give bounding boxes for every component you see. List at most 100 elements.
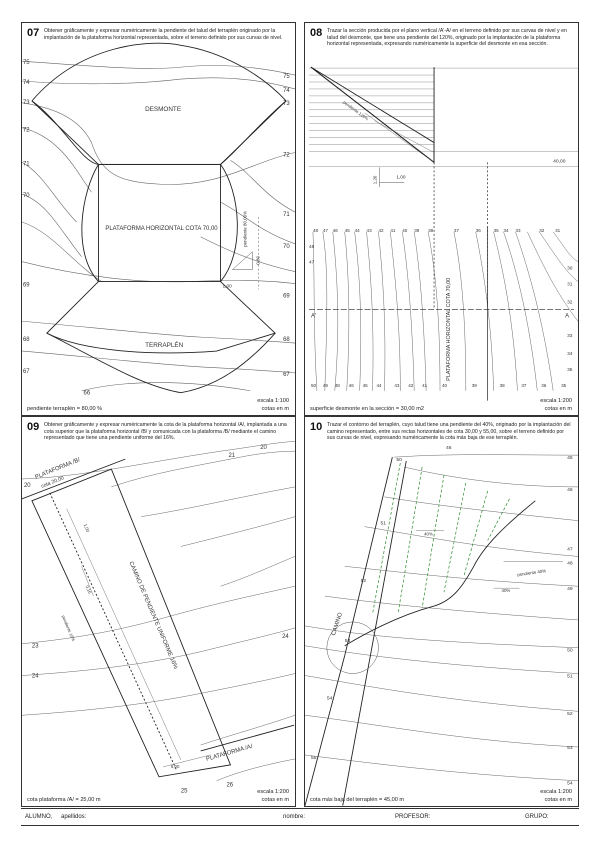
units-text: cotas en m <box>544 406 572 412</box>
bottom-level: 43 <box>394 383 400 388</box>
top-level: 44 <box>355 228 361 233</box>
exercise-number: 08 <box>310 27 323 39</box>
result-text: superficie desmonte en la sección = 30,0… <box>310 406 424 412</box>
level-label-right: 75 <box>283 74 290 80</box>
bottom-level: 48 <box>335 383 341 388</box>
level-label-right: 72 <box>283 152 290 158</box>
bottom-level: 38 <box>500 383 506 388</box>
apellidos-field[interactable]: apellidos: <box>61 814 87 820</box>
level-label: 24 <box>32 674 39 680</box>
level-left: 50 <box>396 457 402 463</box>
bottom-level: 41 <box>422 383 428 388</box>
top-level: 35 <box>494 228 500 233</box>
top-level: 46 <box>333 228 339 233</box>
exercise-number: 10 <box>310 421 323 433</box>
scale-text: escala 1:200 <box>540 398 572 404</box>
top-level-label: 46 <box>446 445 452 451</box>
level-label: 20 <box>260 445 267 451</box>
level-right: 52 <box>567 711 573 717</box>
level-label-left: 70 <box>23 193 30 199</box>
dimension-1-20: 1,20 <box>372 175 377 184</box>
top-level-labels: 48 47 46 45 44 43 42 41 40 39 38 37 36 3… <box>313 228 561 233</box>
level-left: 54 <box>327 695 333 701</box>
dimension-1: 1,00 <box>396 174 406 180</box>
terraplen-guides <box>372 463 510 615</box>
level-label-left: 71 <box>23 161 30 167</box>
bottom-level: 44 <box>376 383 382 388</box>
dimension-40b: 40% <box>502 588 511 593</box>
exercise-statement: Trazar la sección producida por el plano… <box>327 28 567 48</box>
level-left: 53 <box>345 638 351 644</box>
scale-text: escala 1:100 <box>257 398 289 404</box>
exercise-statement: Obtener gráficamente y expresar numérica… <box>44 422 287 442</box>
level-label: 21 <box>228 453 235 459</box>
level-right: 54 <box>567 781 573 787</box>
bottom-level: 37 <box>521 383 527 388</box>
grupo-field[interactable]: GRUPO: <box>525 814 549 820</box>
level-left: 52 <box>361 578 367 584</box>
level-label-left: 75 <box>23 60 30 66</box>
level-right: 48 <box>567 560 573 566</box>
plataforma-label: PLATAFORMA HORIZONTAL COTA 70,00 <box>446 278 452 381</box>
top-level: 47 <box>323 228 329 233</box>
top-level: 48 <box>313 228 319 233</box>
right-level: 32 <box>567 299 573 305</box>
section-point-a: A <box>565 313 569 319</box>
dimension-40: 40% <box>424 532 433 537</box>
level-right: 47 <box>567 546 573 552</box>
result-text: cota plataforma /A/ = 25,00 m <box>27 797 101 803</box>
right-level: 35 <box>567 367 573 373</box>
alumno-label: ALUMNO, <box>25 814 53 820</box>
level-right: 45 <box>567 455 573 461</box>
scale-text: escala 1:200 <box>257 789 289 795</box>
top-level: 38 <box>428 228 434 233</box>
right-level: 34 <box>567 351 573 357</box>
top-level: 43 <box>367 228 373 233</box>
exercise-09-drawing: PLATAFORMA /B/ cota 20,00 PLATAFORMA /A/… <box>22 440 295 795</box>
nombre-field[interactable]: nombre: <box>283 814 306 820</box>
dimension-5: 5,00 <box>171 764 180 769</box>
level-label: 23 <box>32 644 39 650</box>
profesor-field[interactable]: PROFESOR: <box>395 814 431 820</box>
units-text: cotas en m <box>544 797 572 803</box>
top-level: 41 <box>390 228 396 233</box>
level-label-left: 67 <box>23 369 30 375</box>
pendiente-label: pendiente 80,00% <box>242 211 247 247</box>
level-label-right: 68 <box>283 337 290 343</box>
left-level: 47 <box>309 260 315 266</box>
top-level: 42 <box>378 228 384 233</box>
top-level: 45 <box>345 228 351 233</box>
level-label-left: 72 <box>23 128 30 134</box>
exercise-10-panel: 10 Trazar el contorno del terraplén, cuy… <box>304 416 579 807</box>
level-label-bottom: 66 <box>84 391 91 397</box>
level-right: 51 <box>567 674 573 680</box>
exercise-statement: Trazar el contorno del terraplén, cuyo t… <box>327 422 571 442</box>
exercise-07-panel: 07 Obtener gráficamente y expresar numér… <box>21 22 296 416</box>
right-level-labels: 30 31 32 33 34 35 48 47 <box>309 244 573 373</box>
level-label-right: 74 <box>283 88 290 94</box>
bottom-level: 49 <box>323 383 329 388</box>
left-level: 48 <box>309 244 315 250</box>
level-right: 50 <box>567 648 573 654</box>
level-label: 24 <box>282 634 289 640</box>
bottom-level: 50 <box>311 383 317 388</box>
desmonte-label: DESMONTE <box>145 106 181 113</box>
bottom-level: 42 <box>408 383 414 388</box>
level-label: 20 <box>24 483 31 489</box>
plataforma-a-label: PLATAFORMA /A/ <box>206 744 254 763</box>
exercise-10-drawing: CAMINO pendiente 40% 40% 40% 46 50 51 52… <box>305 445 578 806</box>
level-left: 51 <box>380 521 386 527</box>
top-level: 40 <box>402 228 408 233</box>
level-right: 49 <box>567 586 573 592</box>
bottom-level: 39 <box>472 383 478 388</box>
top-level: 32 <box>539 228 545 233</box>
units-text: cotas en m <box>261 406 289 412</box>
plataforma-label: PLATAFORMA HORIZONTAL COTA 70,00 <box>105 226 218 232</box>
bottom-level: 40 <box>442 383 448 388</box>
top-level: 39 <box>414 228 420 233</box>
units-text: cotas en m <box>261 797 289 803</box>
right-level: 31 <box>567 282 573 288</box>
pivot-circle <box>326 621 379 674</box>
terraplen-label: TERRAPLÉN <box>145 340 183 349</box>
level-40-label: 40,00 <box>553 158 566 164</box>
